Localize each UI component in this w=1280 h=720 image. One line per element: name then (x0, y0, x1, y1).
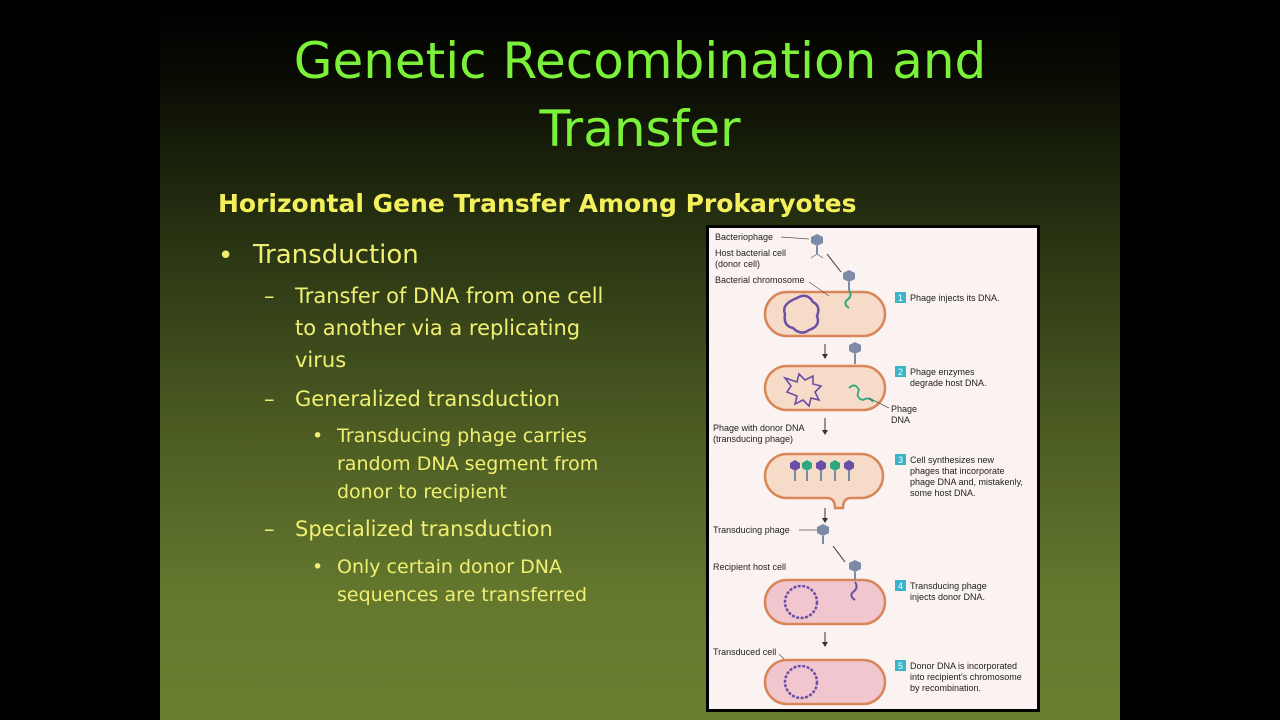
generalized-detail-line-2: random DNA segment from (337, 453, 599, 475)
stage-2-cell (763, 364, 887, 412)
step-3-number: 3 (898, 455, 903, 465)
bullet-marker: • (312, 556, 324, 578)
specialized-detail-line-2: sequences are transferred (337, 584, 588, 606)
step-4-badge (895, 580, 906, 591)
phage-icon (810, 234, 824, 259)
step-3-text-line-3: phage DNA and, mistakenly, (910, 477, 1023, 487)
dash-marker: – (264, 517, 275, 541)
label-phage-with-donor-line-1: Phage with donor DNA (713, 423, 805, 433)
label-transducing-phage: Transducing phage (713, 525, 790, 535)
slide: Genetic Recombination and Transfer Horiz… (160, 8, 1120, 720)
sub-bullet-definition-line-2: to another via a replicating (295, 316, 581, 340)
stage-4-cell (763, 578, 887, 626)
step-5-number: 5 (898, 661, 903, 671)
bullet-marker: • (312, 425, 324, 447)
label-phage-dna-line-2: DNA (891, 415, 910, 425)
step-3-text-line-2: phages that incorporate (910, 466, 1005, 476)
step-3-badge (895, 454, 906, 465)
dash-marker: – (264, 387, 275, 411)
phage-icon (843, 270, 855, 309)
label-recipient-host-cell: Recipient host cell (713, 562, 786, 572)
sub-bullet-generalized: Generalized transduction (295, 387, 560, 411)
transduction-diagram: Bacteriophage Host bacterial cell (donor… (713, 232, 1023, 706)
dash-marker: – (264, 284, 275, 308)
step-2-text-line-2: degrade host DNA. (910, 378, 987, 388)
label-phage-dna-line-1: Phage (891, 404, 917, 414)
step-1-badge (895, 292, 906, 303)
step-5-text-line-3: by recombination. (910, 683, 981, 693)
step-3-text-line-4: some host DNA. (910, 488, 976, 498)
slide-title-line-2: Transfer (539, 100, 741, 158)
label-host-cell-line-1: Host bacterial cell (715, 248, 786, 258)
stage-5-cell (763, 658, 887, 706)
generalized-detail-line-3: donor to recipient (337, 481, 507, 503)
label-phage-with-donor-line-2: (transducing phage) (713, 434, 793, 444)
label-bacterial-chromosome: Bacterial chromosome (715, 275, 805, 285)
bullet-marker: • (218, 241, 234, 271)
section-heading: Horizontal Gene Transfer Among Prokaryot… (218, 189, 857, 218)
sub-bullet-specialized: Specialized transduction (295, 517, 553, 541)
step-5-text-line-2: into recipient's chromosome (910, 672, 1022, 682)
label-transduced-cell: Transduced cell (713, 647, 776, 657)
slide-title-line-1: Genetic Recombination and (293, 32, 987, 90)
step-1-number: 1 (898, 293, 903, 303)
label-host-cell-line-2: (donor cell) (715, 259, 760, 269)
generalized-detail-line-1: Transducing phage carries (337, 425, 587, 447)
transduction-figure: Bacteriophage Host bacterial cell (donor… (706, 225, 1040, 712)
sub-bullet-definition-line-1: Transfer of DNA from one cell (295, 284, 604, 308)
step-4-number: 4 (898, 581, 903, 591)
stage-1-cell (763, 290, 887, 338)
step-2-number: 2 (898, 367, 903, 377)
step-4-text-line-2: injects donor DNA. (910, 592, 985, 602)
bullet-transduction: Transduction (253, 240, 419, 270)
phage-icon (849, 560, 861, 580)
step-2-badge (895, 366, 906, 377)
specialized-detail-line-1: Only certain donor DNA (337, 556, 563, 578)
phage-icon (849, 342, 861, 364)
sub-bullet-definition-line-3: virus (295, 348, 347, 372)
phage-icon (817, 524, 829, 544)
step-2-text-line-1: Phage enzymes (910, 367, 975, 377)
step-5-badge (895, 660, 906, 671)
step-1-text: Phage injects its DNA. (910, 293, 1000, 303)
step-5-text-line-1: Donor DNA is incorporated (910, 661, 1017, 671)
step-3-text-line-1: Cell synthesizes new (910, 455, 995, 465)
stage-3-cell (763, 452, 885, 510)
label-bacteriophage: Bacteriophage (715, 232, 773, 242)
step-4-text-line-1: Transducing phage (910, 581, 987, 591)
